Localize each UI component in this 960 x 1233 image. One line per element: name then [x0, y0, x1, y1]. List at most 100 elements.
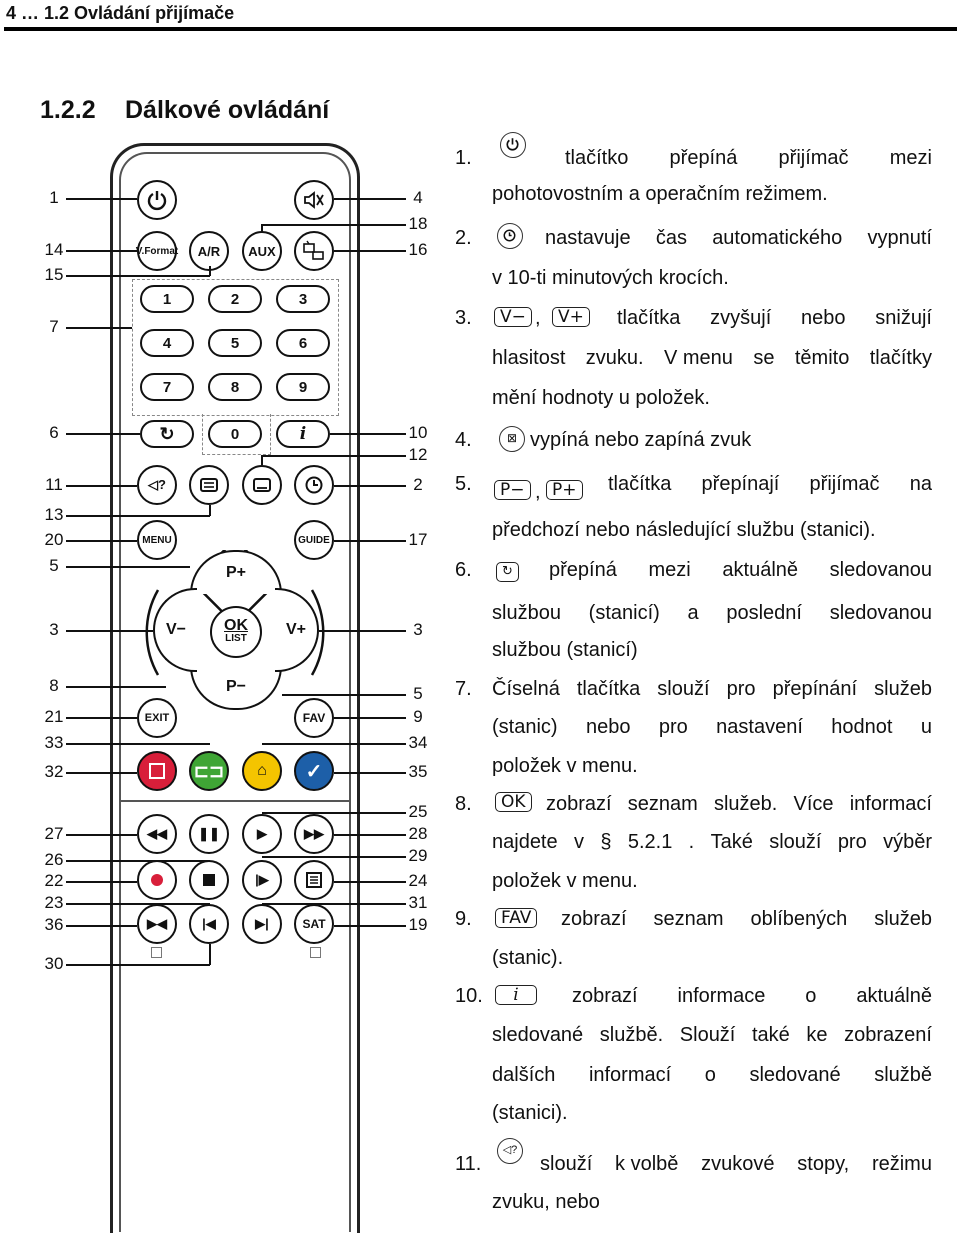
fast-forward-icon: ▶▶	[304, 826, 324, 841]
word: přepínají	[701, 473, 780, 495]
digit-5-button[interactable]: 5	[208, 329, 262, 357]
word: přepíná	[549, 559, 617, 581]
blue-button[interactable]: ✓	[294, 751, 334, 791]
label-25: 25	[408, 802, 428, 821]
rewind-button[interactable]: ◀◀	[137, 814, 177, 854]
leader	[66, 515, 210, 517]
word: výběr	[883, 831, 932, 853]
digit-4-button[interactable]: 4	[140, 329, 194, 357]
page-header: 4 … 1.2 Ovládání přijímače	[6, 3, 235, 23]
word: (stanic)	[492, 716, 558, 738]
sleep-timer-button[interactable]	[294, 465, 334, 505]
menu-button[interactable]: MENU	[137, 520, 177, 560]
ok-key: OK	[495, 792, 532, 812]
pause-button[interactable]: ❚❚	[189, 814, 229, 854]
digit-3-button[interactable]: 3	[276, 285, 330, 313]
section-number: 1.2.2	[40, 96, 96, 124]
leader	[334, 881, 406, 883]
tv-radio-button[interactable]	[294, 231, 334, 271]
word: nebo	[585, 716, 631, 738]
exit-button[interactable]: EXIT	[137, 698, 177, 738]
header-rule	[4, 27, 957, 31]
digit-0-button[interactable]: 0	[208, 420, 262, 448]
word: službě.	[599, 1024, 664, 1046]
leader	[66, 903, 210, 905]
recall-button[interactable]: ↻	[140, 420, 194, 448]
red-button[interactable]	[137, 751, 177, 791]
next-button[interactable]: ▶|	[242, 904, 282, 944]
aux-button[interactable]: AUX	[242, 231, 282, 271]
sat-button[interactable]: SAT	[294, 904, 334, 944]
red-key-icon	[149, 763, 165, 779]
power-button[interactable]	[137, 180, 177, 220]
leader	[262, 743, 406, 745]
info-button[interactable]: i	[276, 420, 330, 448]
stop-button[interactable]	[189, 860, 229, 900]
previous-button[interactable]: |◀	[189, 904, 229, 944]
pip-icon: ▶◀	[147, 916, 167, 931]
item-number: 8.	[455, 793, 472, 815]
word: nebo	[801, 307, 846, 329]
teletext-button[interactable]	[189, 465, 229, 505]
leader	[282, 694, 406, 696]
label-33: 33	[44, 733, 64, 752]
label-23: 23	[44, 893, 64, 912]
label-5-right: 5	[413, 684, 423, 703]
green-button[interactable]: ⊏⊐	[189, 751, 229, 791]
subtitle-button[interactable]	[242, 465, 282, 505]
item-number: 4.	[455, 429, 472, 451]
ar-button[interactable]: A/R	[189, 231, 229, 271]
audio-button[interactable]: ◁?	[137, 465, 177, 505]
slow-play-button[interactable]: |▶	[242, 860, 282, 900]
leader	[334, 834, 406, 836]
fast-forward-button[interactable]: ▶▶	[294, 814, 334, 854]
word: informací	[849, 793, 932, 815]
word: .	[688, 831, 695, 853]
mute-button[interactable]	[294, 180, 334, 220]
play-button[interactable]: ▶	[242, 814, 282, 854]
volume-up-key: V+	[552, 307, 590, 327]
word: slouží	[769, 831, 822, 853]
label-15: 15	[44, 265, 64, 284]
digit-2-button[interactable]: 2	[208, 285, 262, 313]
leader	[262, 812, 406, 814]
yellow-button[interactable]: ⌂	[242, 751, 282, 791]
leader	[66, 275, 210, 277]
recordings-list-button[interactable]	[294, 860, 334, 900]
leader	[66, 717, 137, 719]
label-32: 32	[44, 762, 64, 781]
word: pro	[658, 716, 688, 738]
digit-9-button[interactable]: 9	[276, 373, 330, 401]
leader	[334, 772, 406, 774]
vformat-button[interactable]: V.Format	[136, 231, 178, 271]
label-16: 16	[408, 240, 428, 259]
word: Více	[793, 793, 834, 815]
number-pad-area	[132, 279, 339, 416]
leader	[319, 630, 406, 632]
record-button[interactable]	[137, 860, 177, 900]
ok-list-button[interactable]: OK LIST	[210, 606, 262, 658]
word: a	[687, 602, 699, 624]
leader	[66, 433, 140, 435]
fav-button[interactable]: FAV	[294, 698, 334, 738]
list-icon	[306, 872, 322, 888]
word: Číselná	[492, 678, 560, 700]
label-4: 4	[413, 188, 423, 207]
word: zobrazení	[844, 1024, 932, 1046]
leader	[66, 743, 210, 745]
pip-button[interactable]: ▶◀	[137, 904, 177, 944]
word: přijímač	[778, 147, 849, 169]
item-4-text: vypíná nebo zapíná zvuk	[530, 429, 752, 451]
guide-button[interactable]: GUIDE	[294, 520, 334, 560]
leader	[209, 266, 211, 276]
digit-1-button[interactable]: 1	[140, 285, 194, 313]
item-3-line-3: mění hodnoty u položek.	[492, 387, 710, 409]
digit-6-button[interactable]: 6	[276, 329, 330, 357]
digit-8-button[interactable]: 8	[208, 373, 262, 401]
digit-7-button[interactable]: 7	[140, 373, 194, 401]
leader	[262, 903, 406, 905]
